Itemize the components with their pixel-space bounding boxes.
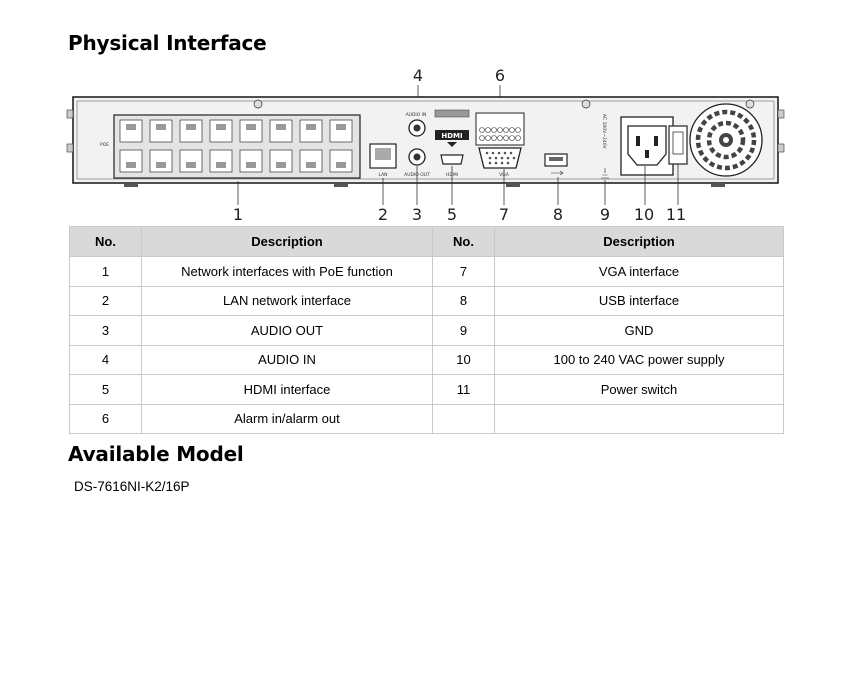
power-switch xyxy=(668,125,688,165)
table-cell: Power switch xyxy=(494,374,784,405)
table-cell: 10 xyxy=(432,344,495,375)
callout-5: 5 xyxy=(447,205,457,224)
callout-10: 10 xyxy=(634,205,654,224)
table-cell: 11 xyxy=(432,374,495,405)
header-no: No. xyxy=(69,226,142,257)
table-cell: 4 xyxy=(69,344,142,375)
table-cell: 9 xyxy=(432,315,495,346)
svg-text:LAN: LAN xyxy=(378,172,387,178)
section-title-available-model: Available Model xyxy=(68,442,244,466)
callout-1: 1 xyxy=(233,205,243,224)
callout-3: 3 xyxy=(412,205,422,224)
table-row: 3 AUDIO OUT 9 GND xyxy=(69,315,784,346)
table-cell xyxy=(494,403,784,434)
table-cell: LAN network interface xyxy=(141,285,433,316)
svg-text:AUDIO IN: AUDIO IN xyxy=(406,112,427,118)
table-cell: VGA interface xyxy=(494,256,784,287)
vga-port: VGA xyxy=(478,147,522,178)
table-cell: 6 xyxy=(69,403,142,434)
table-cell: HDMI interface xyxy=(141,374,433,405)
svg-text:POE: POE xyxy=(100,142,109,148)
table-cell: GND xyxy=(494,315,784,346)
alarm-terminal: ALARM xyxy=(475,112,525,146)
interface-table: No. Description No. Description 1 Networ… xyxy=(69,226,784,434)
callout-2: 2 xyxy=(378,205,388,224)
header-description: Description xyxy=(494,226,784,257)
usb-port xyxy=(544,153,568,176)
table-row: 6 Alarm in/alarm out xyxy=(69,403,784,434)
table-cell: 2 xyxy=(69,285,142,316)
header-description: Description xyxy=(141,226,433,257)
gnd-terminal: AC 100V~240V xyxy=(601,114,609,179)
callout-4: 4 xyxy=(413,66,423,85)
callout-8: 8 xyxy=(553,205,563,224)
table-header-row: No. Description No. Description xyxy=(69,226,784,257)
fan-grille xyxy=(689,103,763,177)
power-socket xyxy=(620,116,674,176)
callout-6: 6 xyxy=(495,66,505,85)
table-cell: 3 xyxy=(69,315,142,346)
callout-7: 7 xyxy=(499,205,509,224)
poe-ports: POE xyxy=(100,114,361,179)
svg-text:VGA: VGA xyxy=(499,172,510,178)
callout-11: 11 xyxy=(666,205,686,224)
table-row: 4 AUDIO IN 10 100 to 240 VAC power suppl… xyxy=(69,344,784,375)
table-cell xyxy=(432,403,495,434)
page-title: Physical Interface xyxy=(68,31,267,55)
table-row: 2 LAN network interface 8 USB interface xyxy=(69,285,784,316)
table-row: 1 Network interfaces with PoE function 7… xyxy=(69,256,784,287)
svg-text:AC 100V~240V: AC 100V~240V xyxy=(601,114,607,150)
table-cell: USB interface xyxy=(494,285,784,316)
table-cell: AUDIO OUT xyxy=(141,315,433,346)
svg-text:HDMI: HDMI xyxy=(441,132,462,140)
table-row: 5 HDMI interface 11 Power switch xyxy=(69,374,784,405)
rear-panel-diagram: 4 6 POE xyxy=(66,66,785,224)
lan-port: LAN xyxy=(369,143,397,178)
table-cell: 7 xyxy=(432,256,495,287)
table-cell: AUDIO IN xyxy=(141,344,433,375)
table-cell: 5 xyxy=(69,374,142,405)
table-cell: 100 to 240 VAC power supply xyxy=(494,344,784,375)
header-no: No. xyxy=(432,226,495,257)
table-cell: 1 xyxy=(69,256,142,287)
callout-9: 9 xyxy=(600,205,610,224)
model-number: DS-7616NI-K2/16P xyxy=(74,479,190,494)
table-cell: 8 xyxy=(432,285,495,316)
table-cell: Alarm in/alarm out xyxy=(141,403,433,434)
table-cell: Network interfaces with PoE function xyxy=(141,256,433,287)
